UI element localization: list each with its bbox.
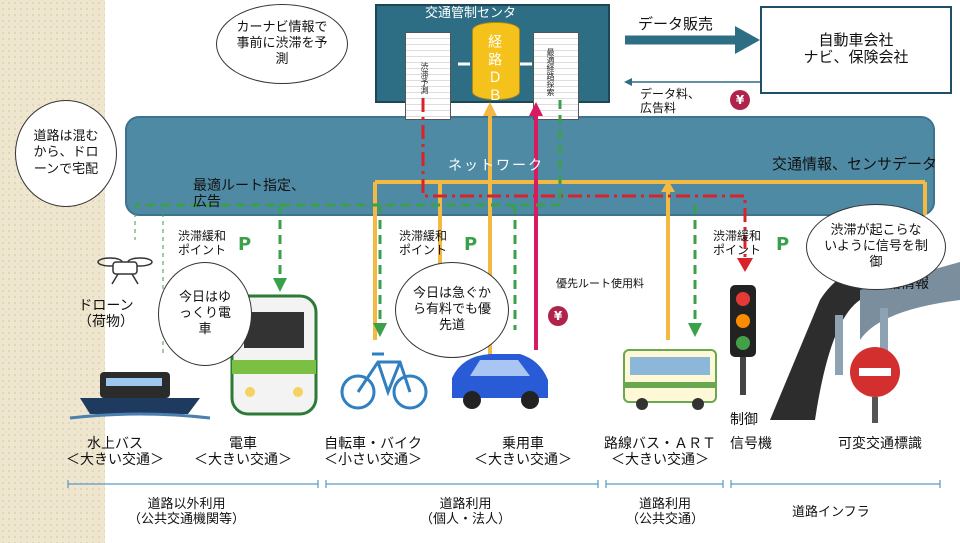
- congestion-signal-line: [421, 98, 747, 260]
- variable-sign-label: 可変交通標識: [838, 436, 922, 452]
- congestion-point-label-1: 渋滞緩和 ポイント: [178, 229, 227, 257]
- auto-company-box: [760, 6, 952, 94]
- car-label: 乗用車 ＜大きい交通＞: [474, 436, 572, 469]
- carnavi-bubble: カーナビ情報で事前に渋滞を予測: [216, 4, 348, 84]
- car-bubble: 今日は急ぐから有料でも優先道: [395, 262, 509, 358]
- congestion-prediction-server-icon: [405, 32, 451, 120]
- group-road-infra: 道路インフラ: [792, 505, 870, 520]
- train-bubble-text: 今日はゆっくり電車: [178, 289, 231, 338]
- route-db-cylinder-icon: [472, 22, 520, 100]
- signal-bubble-text: 渋滞が起こらないように信号を制御: [824, 222, 928, 271]
- drone-bubble: 道路は混むから、ドローンで宅配: [15, 100, 117, 207]
- route-search-server-icon: [533, 32, 579, 120]
- bus-label: 路線バス・ＡＲＴ ＜大きい交通＞: [604, 436, 716, 469]
- parking-p-icon-2: P: [464, 234, 478, 255]
- data-sales-arrowhead: [735, 26, 760, 54]
- bicycle-icon: [340, 352, 428, 410]
- yen-coin-icon: ¥: [730, 90, 750, 110]
- bus-icon: [623, 349, 717, 410]
- auto-company-label: 自動車会社 ナビ、保険会社: [803, 31, 909, 67]
- parking-p-icon-1: P: [238, 234, 252, 255]
- traffic-sensor-label: 交通情報、センサデータ: [772, 155, 938, 173]
- signal-control-label: 制御: [730, 412, 758, 428]
- group-road-public: 道路利用 （公共交通）: [626, 497, 705, 527]
- server-right-label: 最適経路探索: [546, 48, 555, 96]
- drone-icon: [97, 257, 153, 285]
- network-band: [125, 116, 935, 216]
- drone-bubble-text: 道路は混むから、ドローンで宅配: [33, 129, 99, 177]
- car-bubble-text: 今日は急ぐから有料でも優先道: [412, 285, 491, 334]
- variable-sign-icon: [850, 347, 900, 423]
- drone-label: ドローン （荷物）: [78, 298, 134, 331]
- optimal-route-label: 最適ルート指定、 広告: [193, 178, 305, 211]
- route-db-label: 経路ＤＢ: [486, 34, 503, 106]
- congestion-point-label-2: 渋滞緩和 ポイント: [399, 229, 448, 257]
- waterbus-label: 水上バス ＜大きい交通＞: [66, 436, 164, 469]
- data-fee-label: データ料、 広告料: [640, 87, 701, 115]
- paper-background: [0, 0, 105, 543]
- parking-p-icon-3: P: [776, 234, 790, 255]
- route-guidance-line: [135, 100, 697, 330]
- server-left-label: 渋滞予測: [420, 62, 429, 94]
- water-bus-icon: [69, 372, 211, 420]
- group-road-private: 道路利用 （個人・法人）: [420, 497, 512, 527]
- network-label: ネットワーク: [448, 158, 544, 174]
- car-icon: [452, 354, 548, 409]
- carnavi-bubble-text: カーナビ情報で事前に渋滞を予測: [236, 19, 328, 68]
- bicycle-label: 自転車・バイク ＜小さい交通＞: [324, 436, 422, 469]
- congestion-point-label-3: 渋滞緩和 ポイント: [713, 229, 762, 257]
- train-bubble: 今日はゆっくり電車: [158, 262, 252, 366]
- group-non-road: 道路以外利用 （公共交通機関等）: [128, 497, 246, 527]
- signal-label: 信号機: [730, 436, 772, 452]
- train-label: 電車 ＜大きい交通＞: [194, 436, 292, 469]
- signal-bubble: 渋滞が起こらないように信号を制御: [806, 204, 946, 290]
- train-icon: [230, 294, 318, 416]
- priority-yen-icon: ¥: [548, 306, 568, 326]
- tmc-title: 交通管制センタ: [425, 6, 517, 21]
- priority-route-label: 優先ルート使用料: [556, 277, 644, 290]
- data-sales-label: データ販売: [638, 15, 714, 33]
- highway-icon: [770, 262, 960, 420]
- traffic-signal-icon: [730, 285, 756, 395]
